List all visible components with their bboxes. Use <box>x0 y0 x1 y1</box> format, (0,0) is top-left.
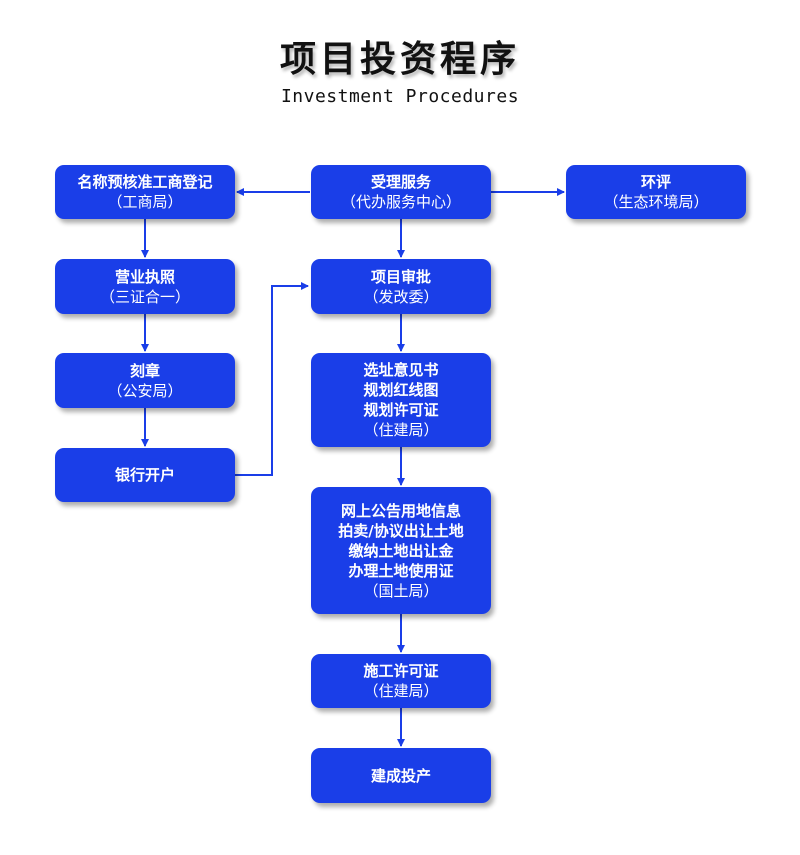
step-project-approval-label: 项目审批 <box>370 267 431 286</box>
step-site-planning-line-3: 规划许可证 <box>363 401 439 419</box>
step-business-license-agency: （三证合一） <box>99 287 190 306</box>
step-land-line-4: 办理土地使用证 <box>348 561 454 580</box>
step-seal-agency: （公安局） <box>107 381 183 400</box>
step-land-line-3: 缴纳土地出让金 <box>348 541 454 560</box>
step-acceptance-label: 受理服务 <box>370 173 431 191</box>
step-seal: 刻章 （公安局） <box>55 353 235 408</box>
step-site-planning-line-1: 选址意见书 <box>363 361 439 379</box>
page-subtitle: Investment Procedures <box>280 86 520 107</box>
step-acceptance-agency: （代办服务中心） <box>340 193 461 211</box>
step-eia-agency: （生态环境局） <box>603 193 709 211</box>
step-site-planning-agency: （住建局） <box>363 421 439 439</box>
step-business-license: 营业执照 （三证合一） <box>55 259 235 314</box>
step-name-check: 名称预核准工商登记 （工商局） <box>55 165 235 219</box>
step-eia: 环评 （生态环境局） <box>566 165 746 219</box>
step-bank-account-label: 银行开户 <box>114 466 175 484</box>
step-production-label: 建成投产 <box>370 766 431 785</box>
step-construction-permit-agency: （住建局） <box>363 682 439 700</box>
step-bank-account: 银行开户 <box>55 448 235 502</box>
step-project-approval: 项目审批 （发改委） <box>311 259 491 314</box>
step-construction-permit-label: 施工许可证 <box>363 662 439 680</box>
step-land-line-2: 拍卖/协议出让土地 <box>338 521 464 540</box>
step-acceptance: 受理服务 （代办服务中心） <box>311 165 491 219</box>
step-land-line-1: 网上公告用地信息 <box>340 501 461 520</box>
step-eia-label: 环评 <box>640 173 671 191</box>
step-land: 网上公告用地信息 拍卖/协议出让土地 缴纳土地出让金 办理土地使用证 （国土局） <box>311 487 491 614</box>
step-construction-permit: 施工许可证 （住建局） <box>311 654 491 708</box>
step-site-planning: 选址意见书 规划红线图 规划许可证 （住建局） <box>311 353 491 447</box>
step-project-approval-agency: （发改委） <box>363 287 439 306</box>
step-land-agency: （国土局） <box>363 581 439 600</box>
page-title: 项目投资程序 <box>279 39 520 80</box>
step-seal-label: 刻章 <box>129 361 160 380</box>
arrow-bank-to-approval <box>235 282 309 476</box>
step-site-planning-line-2: 规划红线图 <box>363 381 439 399</box>
step-name-check-agency: （工商局） <box>107 193 183 211</box>
step-business-license-label: 营业执照 <box>114 267 175 286</box>
step-production: 建成投产 <box>311 748 491 803</box>
step-name-check-label: 名称预核准工商登记 <box>77 173 213 191</box>
